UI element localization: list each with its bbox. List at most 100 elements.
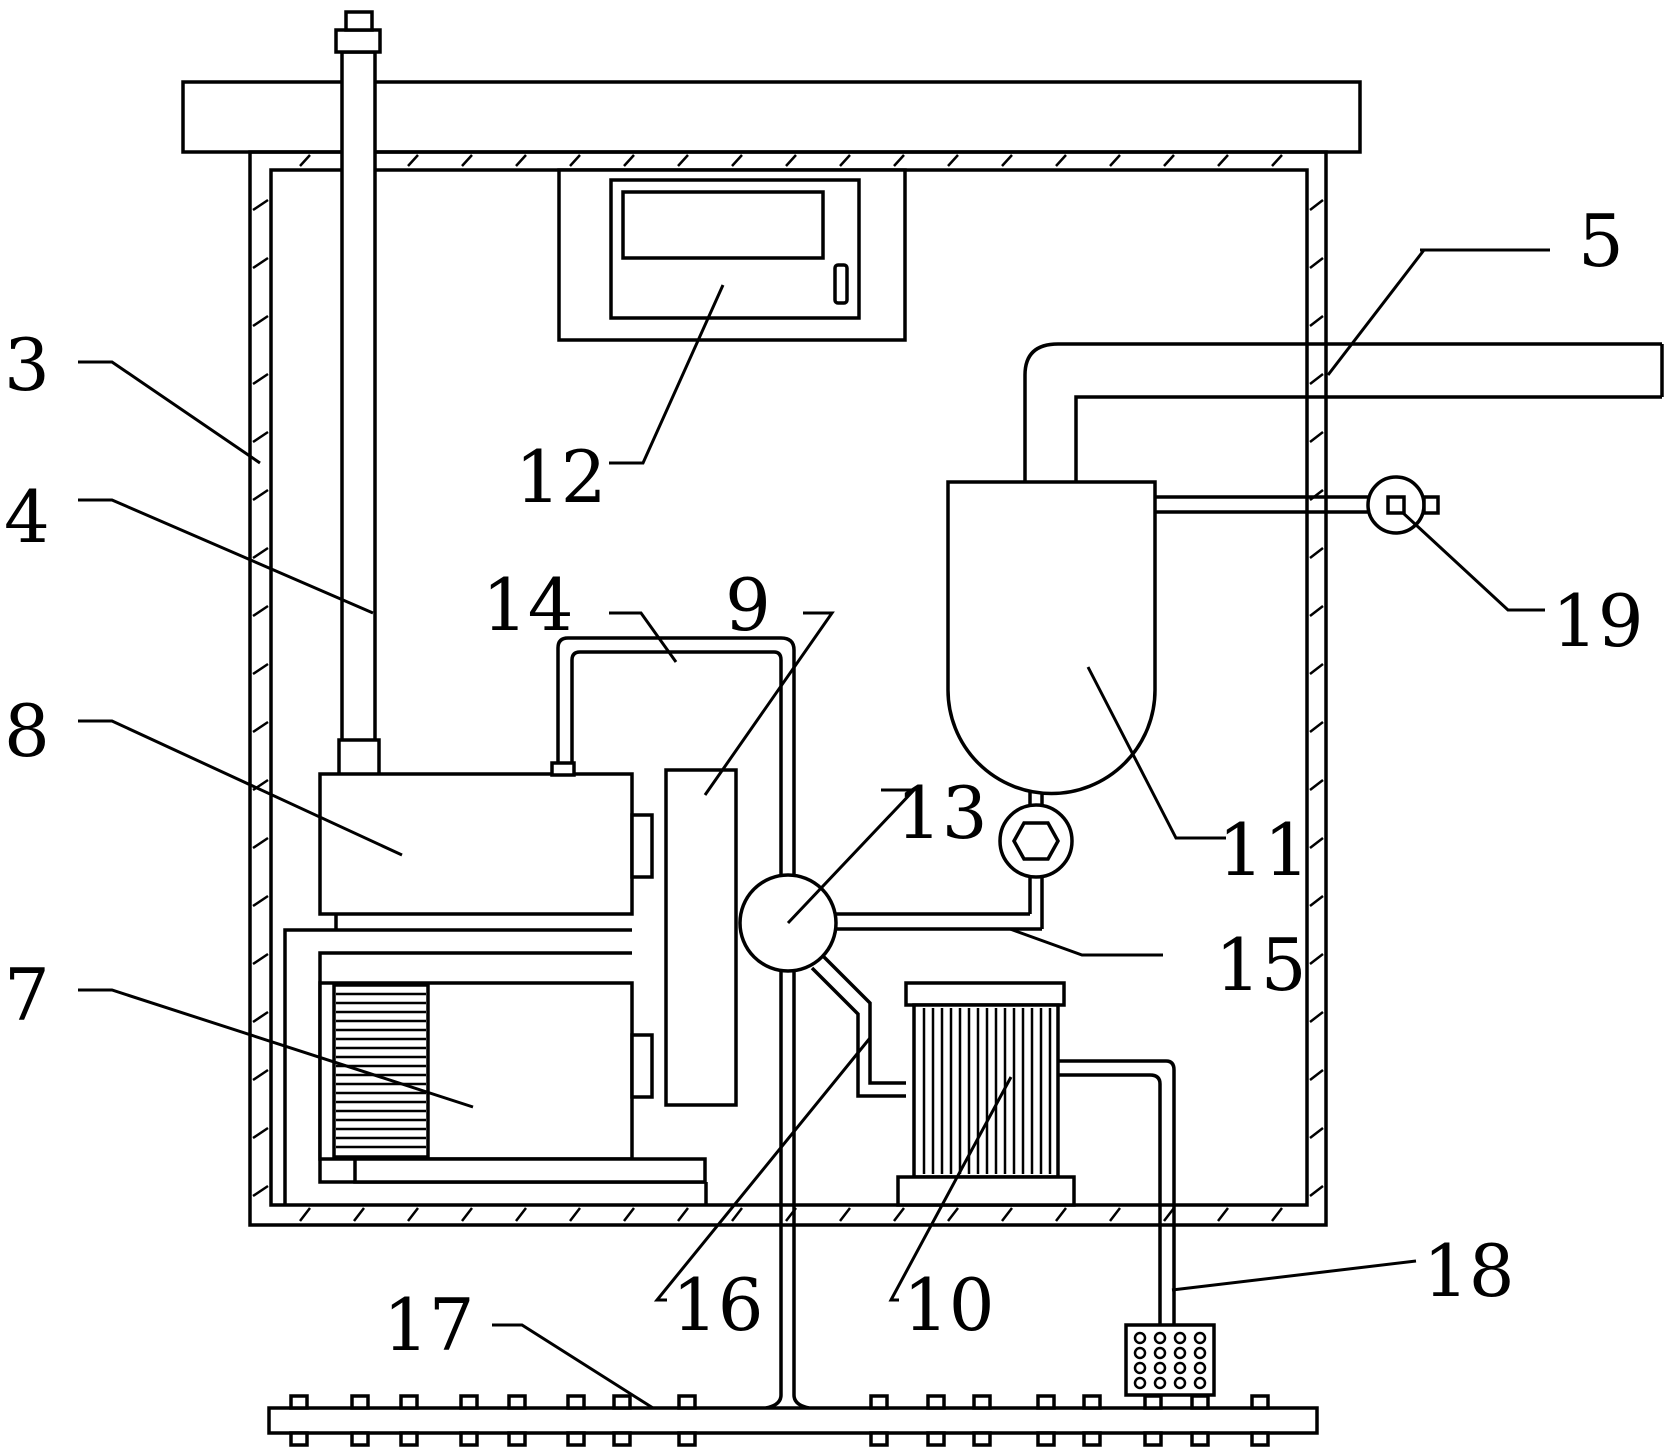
hatch-mark	[893, 1207, 905, 1222]
hatch-mark	[1217, 154, 1229, 167]
spray-nozzles	[289, 1394, 1270, 1447]
hatch-mark	[252, 1068, 269, 1082]
nozzle-holes	[1133, 1331, 1207, 1390]
pump-fins	[336, 992, 426, 1149]
spray-nozzle-top	[459, 1394, 479, 1410]
hatch-mark	[1309, 837, 1324, 849]
hatch-mark	[785, 154, 797, 167]
hatch-mark	[893, 154, 905, 167]
nozzle-hole	[1193, 1361, 1207, 1375]
hatch-mark	[1309, 1011, 1324, 1023]
spray-nozzle-bottom	[926, 1431, 946, 1447]
spray-nozzle-bottom	[459, 1431, 479, 1447]
spray-nozzle-top	[1082, 1394, 1102, 1410]
label-11: 11	[1218, 808, 1310, 892]
label-16: 16	[672, 1263, 764, 1347]
hatch-mark	[252, 952, 269, 966]
hatch-mark	[1217, 1207, 1229, 1222]
pump-7	[318, 981, 707, 1184]
hatch-mark	[1309, 547, 1324, 559]
hatch-mark	[1309, 199, 1324, 211]
spray-nozzle-top	[507, 1394, 527, 1410]
hatch-mark	[515, 1207, 527, 1222]
wall-hatching	[252, 154, 1324, 1222]
hatch-mark	[677, 1207, 689, 1222]
hatch-mark	[1309, 953, 1324, 965]
spray-nozzle-bottom	[350, 1431, 370, 1447]
hatch-mark	[252, 1010, 269, 1024]
nozzle-hole	[1153, 1331, 1167, 1345]
hatch-mark	[252, 1126, 269, 1140]
hatch-mark	[252, 314, 269, 328]
hatch-mark	[252, 836, 269, 850]
filter-ribs	[922, 1008, 1052, 1174]
drain-pipe-18	[1058, 1059, 1176, 1325]
label-19: 19	[1552, 579, 1644, 663]
nozzle-hole	[1193, 1376, 1207, 1390]
hatch-mark	[1271, 1207, 1283, 1222]
hatch-mark	[1309, 257, 1324, 269]
spray-nozzle-top	[972, 1394, 992, 1410]
hatch-mark	[1109, 1207, 1121, 1222]
spray-nozzle-bottom	[1190, 1431, 1210, 1447]
hatch-mark	[1309, 605, 1324, 617]
label-7: 7	[4, 953, 50, 1037]
label-13: 13	[896, 771, 988, 855]
nozzle-hole	[1153, 1346, 1167, 1360]
label-3: 3	[4, 323, 50, 407]
nozzle-hole	[1173, 1346, 1187, 1360]
hatch-mark	[461, 1207, 473, 1222]
label-14: 14	[482, 563, 574, 647]
hatch-mark	[569, 1207, 581, 1222]
spray-nozzle-top	[289, 1394, 309, 1410]
nozzle-hole	[1153, 1361, 1167, 1375]
nozzle-hole	[1173, 1376, 1187, 1390]
hatch-mark	[461, 154, 473, 167]
hatch-mark	[623, 154, 635, 167]
spray-nozzle-bottom	[1250, 1431, 1270, 1447]
hatch-mark	[1309, 1127, 1324, 1139]
spray-nozzle-bottom	[677, 1431, 697, 1447]
hatch-mark	[1309, 721, 1324, 733]
tank-11	[946, 480, 1157, 796]
hatch-mark	[731, 154, 743, 167]
hatch-mark	[1309, 1185, 1324, 1197]
label-4: 4	[4, 475, 50, 559]
exhaust-pipe-5	[1023, 342, 1664, 482]
spray-bar-17	[267, 1394, 1319, 1447]
hatch-mark	[1309, 1069, 1324, 1081]
hatch-mark	[252, 604, 269, 618]
hatch-mark	[947, 154, 959, 167]
hatch-mark	[252, 720, 269, 734]
spray-nozzle-bottom	[972, 1431, 992, 1447]
hatch-mark	[252, 662, 269, 676]
valve-19	[1155, 475, 1440, 535]
hatch-mark	[1109, 154, 1121, 167]
label-12: 12	[515, 435, 607, 519]
spray-nozzle-top	[1250, 1394, 1270, 1410]
hatch-mark	[1163, 154, 1175, 167]
pipe-16	[810, 953, 906, 1098]
hatch-mark	[1001, 1207, 1013, 1222]
nozzle-hole	[1173, 1361, 1187, 1375]
spray-nozzle-bottom	[566, 1431, 586, 1447]
nozzle-hole	[1193, 1331, 1207, 1345]
spray-nozzle-top	[350, 1394, 370, 1410]
hatch-mark	[1309, 779, 1324, 791]
spray-nozzle-top	[869, 1394, 889, 1410]
spray-nozzle-bottom	[869, 1431, 889, 1447]
motor-8	[318, 761, 654, 916]
hatch-mark	[569, 154, 581, 167]
hatch-mark	[299, 1207, 311, 1222]
hatch-mark	[407, 154, 419, 167]
hatch-mark	[1309, 315, 1324, 327]
label-17: 17	[383, 1283, 475, 1367]
pipe-15	[836, 790, 1074, 931]
hatch-mark	[252, 198, 269, 212]
label-8: 8	[4, 689, 50, 773]
nozzle-hole	[1193, 1346, 1207, 1360]
hatch-mark	[1309, 431, 1324, 443]
hatch-mark	[252, 1184, 269, 1198]
spray-nozzle-top	[399, 1394, 419, 1410]
spray-nozzle-top	[612, 1394, 632, 1410]
